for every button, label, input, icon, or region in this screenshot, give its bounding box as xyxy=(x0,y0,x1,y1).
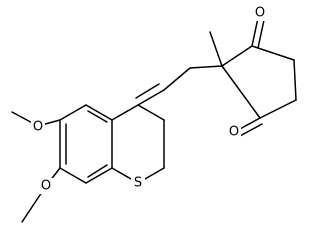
bond xyxy=(85,104,113,121)
bond-lines xyxy=(11,17,297,223)
bond xyxy=(209,31,223,67)
bond xyxy=(251,17,259,47)
bond xyxy=(137,89,165,106)
atom-label-o-methoxy-lower: O xyxy=(41,179,51,194)
atom-label-o-ketone-bottom: O xyxy=(229,125,239,140)
atom-label-s-ring: S xyxy=(134,176,142,191)
bond xyxy=(257,19,265,49)
bond xyxy=(239,123,263,137)
bond xyxy=(135,83,160,99)
bond xyxy=(221,45,253,67)
bond xyxy=(137,104,165,121)
bond xyxy=(259,99,297,119)
atom-label-o-methoxy-upper: O xyxy=(33,120,43,135)
bond xyxy=(293,59,297,101)
bond xyxy=(221,65,261,119)
bond xyxy=(237,117,261,131)
bond xyxy=(85,167,113,184)
bond xyxy=(163,67,191,91)
atom-label-o-ketone-top: O xyxy=(255,6,265,21)
bond xyxy=(87,164,108,178)
bond xyxy=(189,65,223,69)
bond xyxy=(251,45,295,61)
bond xyxy=(59,104,87,121)
bond xyxy=(111,104,139,121)
bond xyxy=(59,167,87,184)
bond xyxy=(87,110,108,123)
atom-labels: O O O O S xyxy=(31,5,267,194)
